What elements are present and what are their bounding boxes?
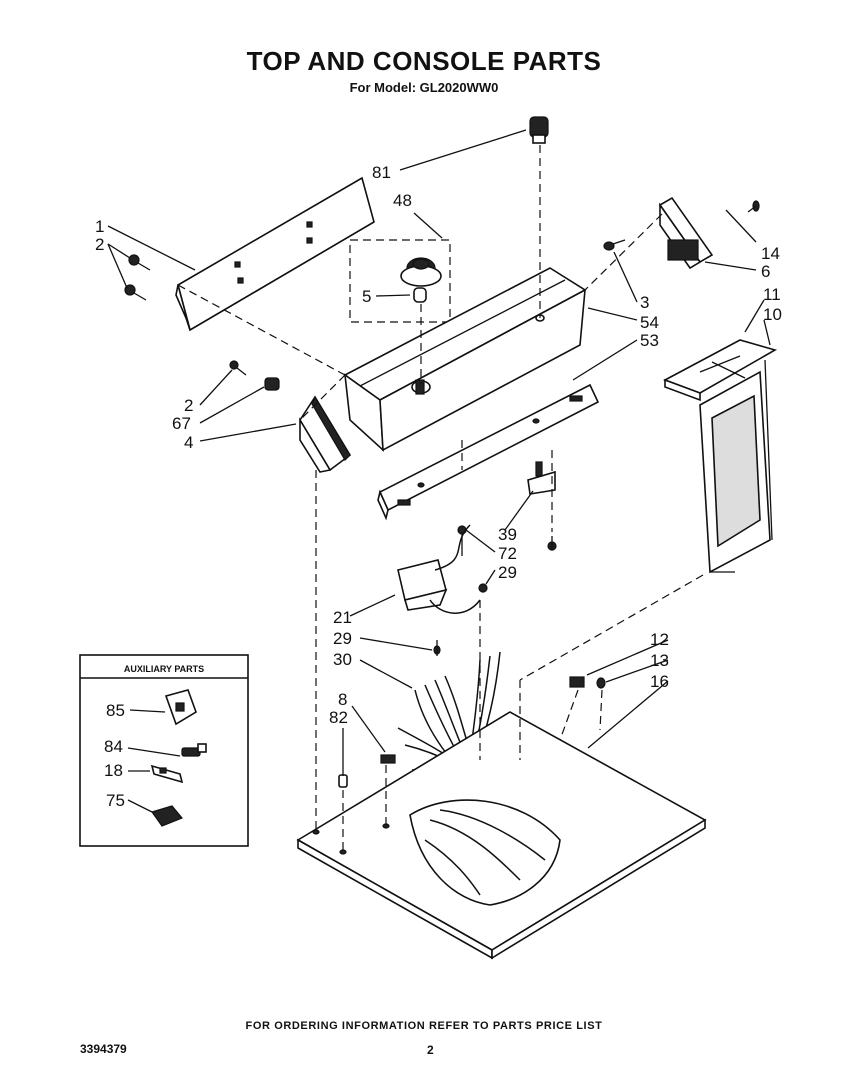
callout-13: 13: [650, 651, 669, 670]
callout-54: 54: [640, 313, 659, 332]
callout-4: 4: [184, 433, 193, 452]
part-rear-bracket-1: [175, 176, 375, 332]
callout-30: 30: [333, 650, 352, 669]
auxiliary-parts-box: AUXILIARY PARTS 85 84 18 75: [79, 654, 249, 847]
part-rail-53: [377, 383, 600, 521]
aux-part-75: [151, 805, 183, 827]
callout-1: 1: [95, 217, 104, 236]
callout-53: 53: [640, 331, 659, 350]
aux-part-85: [164, 689, 197, 726]
callout-67: 67: [172, 414, 191, 433]
page-number: 2: [427, 1043, 434, 1057]
ordering-note: FOR ORDERING INFORMATION REFER TO PARTS …: [245, 1020, 603, 1032]
document-number: 3394379: [80, 1042, 127, 1056]
callout-8: 8: [338, 690, 347, 709]
callout-11: 11: [763, 285, 781, 304]
part-cover-11: [663, 339, 778, 402]
callout-6: 6: [761, 262, 770, 281]
callout-81: 81: [372, 163, 391, 182]
aux-callout-18: 18: [104, 761, 123, 780]
leader-lines: [107, 129, 771, 850]
part-console-54: [343, 267, 587, 452]
callout-82: 82: [329, 708, 348, 727]
model-subtitle: For Model: GL2020WW0: [349, 80, 499, 95]
callout-21: 21: [333, 608, 352, 627]
callout-10: 10: [763, 305, 782, 324]
callout-29-right: 29: [498, 563, 517, 582]
callout-3: 3: [640, 293, 649, 312]
aux-callout-85: 85: [106, 701, 125, 720]
callout-2-left: 2: [184, 396, 193, 415]
part-endcap-4: [229, 360, 352, 473]
callout-72: 72: [498, 544, 517, 563]
aux-part-18: [150, 764, 184, 784]
callout-29-left: 29: [333, 629, 352, 648]
part-switch-21: [397, 524, 481, 656]
callout-16: 16: [650, 672, 669, 691]
auxiliary-parts-title: AUXILIARY PARTS: [124, 664, 204, 674]
part-endcap-6: [603, 196, 760, 270]
aux-part-84: [181, 743, 207, 757]
callout-14: 14: [761, 244, 780, 263]
callout-labels: 81 48 1 2 5 14 6 3 54 11 10 53 2 67 4 39…: [95, 163, 782, 727]
aux-callout-75: 75: [106, 791, 125, 810]
callout-39: 39: [498, 525, 517, 544]
callout-12: 12: [650, 630, 669, 649]
part-bracket-39: [527, 461, 556, 495]
page-title: TOP AND CONSOLE PARTS: [246, 46, 602, 76]
part-timer-48: [349, 239, 451, 323]
part-base-harness: [409, 799, 561, 906]
part-clips-8-82: [338, 754, 396, 788]
aux-callout-84: 84: [104, 737, 123, 756]
callout-48: 48: [393, 191, 412, 210]
part-lint-screen-10: [699, 359, 773, 574]
part-screws-2: [124, 254, 151, 301]
callout-5: 5: [362, 287, 371, 306]
part-knob-81: [529, 116, 549, 144]
callout-2-top: 2: [95, 235, 104, 254]
